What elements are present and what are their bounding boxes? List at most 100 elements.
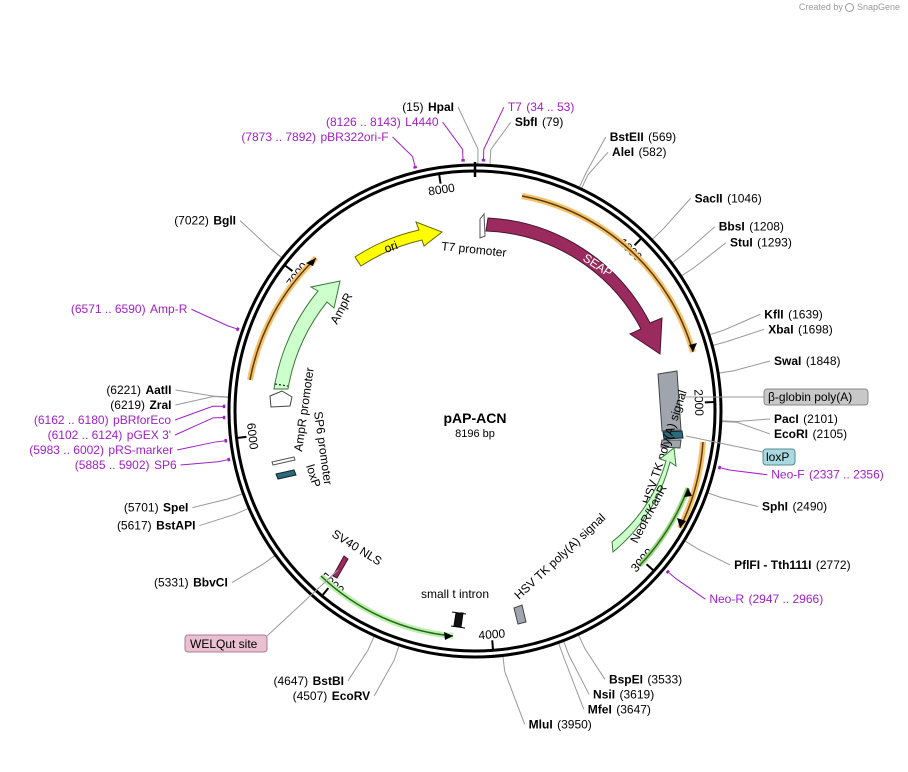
primer-binding-mark[interactable] — [227, 457, 231, 462]
primer-label[interactable]: (8126 .. 8143) L4440 — [326, 113, 439, 130]
restriction-site-label[interactable]: (5701) SpeI — [124, 499, 188, 516]
site-position: (4647) — [273, 674, 308, 688]
primer-label[interactable]: (6162 .. 6180) pBRforEco — [34, 411, 172, 428]
site-position: (1046) — [727, 191, 762, 205]
primer-range: (2947 .. 2966) — [748, 592, 823, 606]
restriction-site-label[interactable]: BstEII (569) — [610, 128, 676, 145]
site-name: AatII — [145, 383, 171, 397]
primer-label[interactable]: (6571 .. 6590) Amp-R — [71, 300, 188, 317]
sv40-nls-label: SV40 NLS — [329, 527, 384, 569]
credit-text: Created by — [798, 2, 843, 12]
neo-kanr-feature[interactable] — [611, 447, 677, 553]
restriction-site-label[interactable]: MluI (3950) — [529, 715, 592, 732]
t7-promoter-feature[interactable] — [479, 212, 486, 239]
credit-brand: SnapGene — [856, 2, 900, 12]
leader-lines: (15) HpaI(8126 .. 8143) L4440(7873 .. 78… — [29, 98, 884, 732]
ruler-tick — [283, 264, 294, 272]
welqut-label-box[interactable] — [184, 634, 268, 653]
site-name: NsiI — [593, 687, 615, 701]
plasmid-name: pAP-ACN — [444, 410, 507, 426]
loxp-right-feature[interactable] — [662, 430, 684, 440]
primer-leader — [191, 308, 238, 330]
primer-label[interactable]: Neo-F (2337 .. 2356) — [771, 466, 884, 483]
primer-range: (6102 .. 6124) — [48, 428, 123, 442]
ampr-feature[interactable] — [273, 280, 341, 390]
primer-leader — [442, 121, 464, 161]
snapgene-logo-icon — [845, 3, 855, 13]
site-leader — [239, 220, 283, 259]
primer-name: Neo-F — [771, 468, 804, 482]
restriction-site-label[interactable]: (5331) BbvCI — [154, 574, 228, 591]
welqut-leader — [266, 569, 339, 637]
site-position: (5701) — [124, 501, 159, 515]
restriction-site-label[interactable]: PflFI - Tth111I (2772) — [734, 556, 851, 573]
restriction-site-label[interactable]: StuI (1293) — [730, 234, 792, 251]
primer-range: (6162 .. 6180) — [34, 413, 109, 427]
ruler-tick-label: 4000 — [478, 626, 506, 642]
restriction-site-label[interactable]: XbaI (1698) — [768, 320, 832, 337]
welqut-label: WELQut site — [190, 637, 258, 651]
primer-label[interactable]: (6102 .. 6124) pGEX 3' — [48, 426, 172, 443]
ori-feature[interactable] — [354, 221, 444, 267]
restriction-site-label[interactable]: BbsI (1208) — [719, 218, 784, 235]
primer-label[interactable]: T7 (34 .. 53) — [508, 98, 575, 115]
restriction-site-label[interactable]: (15) HpaI — [402, 98, 454, 115]
hsv-polya-block-2[interactable] — [513, 604, 527, 625]
hsv-polya-block-1[interactable] — [660, 439, 682, 449]
primer-binding-mark[interactable] — [717, 465, 722, 470]
site-position: (6219) — [110, 398, 145, 412]
primer-binding-mark[interactable] — [235, 327, 240, 332]
sv40-nls-feature[interactable] — [332, 555, 349, 579]
ruler-tick — [633, 237, 643, 247]
primer-binding-mark[interactable] — [413, 165, 418, 169]
loxp-right-label-box[interactable] — [762, 448, 796, 466]
primer-label[interactable]: Neo-R (2947 .. 2966) — [709, 590, 823, 607]
site-name: PflFI - Tth111I — [734, 558, 811, 572]
primer-range: (34 .. 53) — [526, 100, 574, 114]
site-leader — [671, 226, 716, 264]
site-name: KflI — [764, 307, 783, 321]
restriction-site-label[interactable]: SphI (2490) — [762, 498, 827, 515]
ruler-tick — [645, 563, 655, 572]
site-position: (5617) — [117, 519, 152, 533]
restriction-site-label[interactable]: AleI (582) — [612, 143, 666, 160]
sp6-promoter-feature[interactable] — [271, 456, 296, 466]
orf-arc-bottom-arrowhead — [444, 632, 453, 640]
restriction-site-label[interactable]: (7022) BglI — [174, 212, 236, 229]
small-t-intron-feature[interactable] — [453, 612, 464, 628]
restriction-site-label[interactable]: (5617) BstAPI — [117, 517, 195, 534]
restriction-site-label[interactable]: (4507) EcoRV — [293, 687, 371, 704]
restriction-site-label[interactable]: (6221) AatII — [106, 381, 171, 398]
loxp-left-feature[interactable] — [275, 469, 297, 480]
primer-label[interactable]: (5885 .. 5902) SP6 — [75, 456, 177, 473]
orf-arc-seap-arrowhead — [689, 343, 697, 352]
seap-feature[interactable] — [485, 217, 663, 355]
primer-label[interactable]: (7873 .. 7892) pBR322ori-F — [241, 128, 388, 145]
ampr-promoter-label: AmpR promoter — [291, 367, 317, 453]
primer-label[interactable]: (5983 .. 6002) pRS-marker — [29, 441, 173, 458]
site-name: XbaI — [768, 322, 793, 336]
boxed-labels: β-globin poly(A) loxP WELQut site — [184, 388, 869, 653]
restriction-site-label[interactable]: (6219) ZraI — [110, 396, 171, 413]
site-position: (3533) — [647, 672, 682, 686]
restriction-site-label[interactable]: SacII (1046) — [695, 189, 762, 206]
site-leader — [489, 121, 512, 166]
restriction-site-label[interactable]: MfeI (3647) — [588, 700, 651, 717]
restriction-site-label[interactable]: NsiI (3619) — [593, 685, 654, 702]
primer-name: Amp-R — [150, 302, 188, 316]
beta-globin-polya-feature[interactable] — [657, 370, 682, 432]
site-position: (5331) — [154, 576, 189, 590]
restriction-site-label[interactable]: (4647) BstBI — [273, 672, 343, 689]
restriction-site-label[interactable]: KflI (1639) — [764, 305, 822, 322]
site-leader — [683, 540, 731, 566]
ampr-promoter-feature[interactable] — [269, 390, 293, 408]
loxp-right-leader — [685, 435, 764, 453]
restriction-site-label[interactable]: BspEI (3533) — [609, 670, 682, 687]
primer-binding-mark[interactable] — [665, 569, 670, 574]
restriction-site-label[interactable]: PacI (2101) — [774, 410, 838, 427]
restriction-site-label[interactable]: EcoRI (2105) — [774, 425, 847, 442]
restriction-site-label[interactable]: SbfI (79) — [515, 113, 563, 130]
site-name: HpaI — [428, 100, 454, 114]
restriction-site-label[interactable]: SwaI (1848) — [774, 352, 841, 369]
